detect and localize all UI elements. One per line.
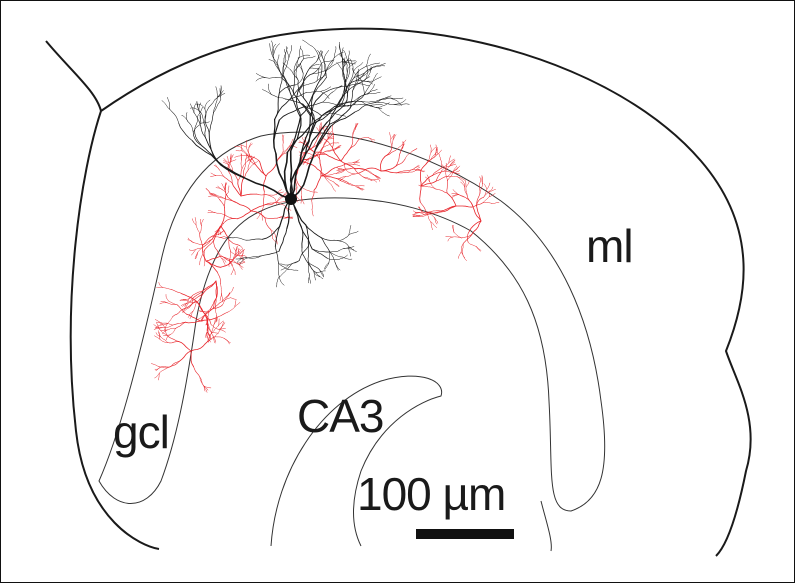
soma: [285, 193, 297, 205]
granule-cell-layer-outline: [99, 132, 605, 511]
scale-bar: [416, 529, 514, 539]
dendritic-tree: [162, 40, 409, 287]
gcl-label: gcl: [113, 409, 169, 455]
axon-arbor: [151, 122, 499, 392]
ca3-label: CA3: [297, 393, 383, 439]
ca3-outline-right: [541, 501, 551, 551]
ml-label: ml: [586, 223, 633, 269]
scale-bar-label: 100 µm: [357, 471, 505, 517]
